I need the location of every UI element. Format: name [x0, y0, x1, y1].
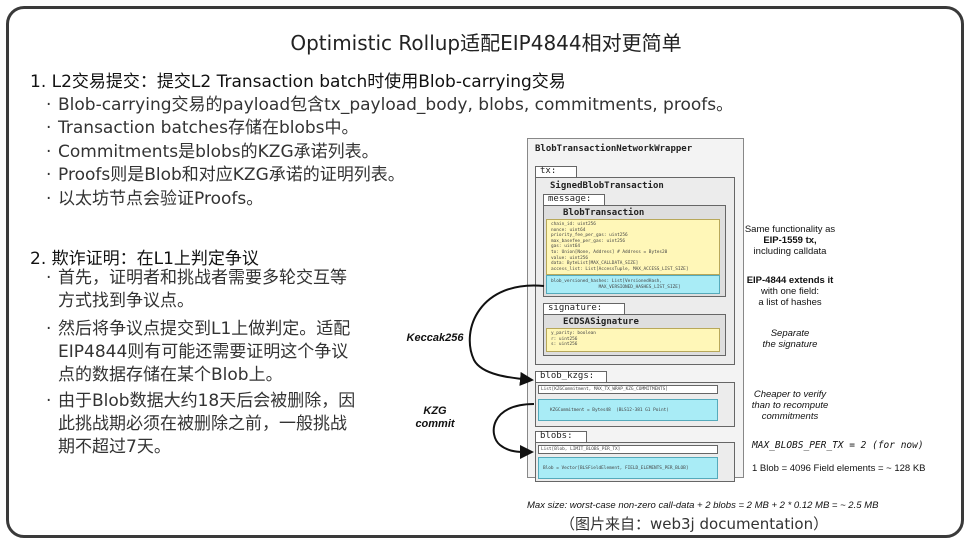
section1-bullet-1: ·Blob-carrying交易的payload包含tx_payload_bod… — [46, 95, 734, 115]
section1-bullet-3: ·Commitments是blobs的KZG承诺列表。 — [46, 142, 379, 162]
signed-tx-title: SignedBlobTransaction — [550, 181, 664, 191]
kzg-list-box — [538, 385, 718, 394]
slide-title: Optimistic Rollup适配EIP4844相对更简单 — [290, 31, 682, 55]
signature-label: signature: — [548, 303, 603, 313]
blob-tx-fields-box — [546, 219, 720, 275]
note-max-size: Max size: worst-case non-zero call-data … — [527, 500, 879, 511]
keccak-arrow — [468, 284, 545, 386]
blob-list: List[Blob, LIMIT_BLOBS_PER_TX] — [541, 447, 621, 452]
section1-bullet-5: ·以太坊节点会验证Proofs。 — [46, 189, 264, 209]
blob-tx-fields: chain_id: uint256 nonce: uint64 priority… — [551, 222, 689, 272]
source-caption: （图片来自：web3j documentation） — [560, 515, 829, 533]
kzg-list: List[KZGCommitment, MAX_TX_WRAP_KZG_COMM… — [541, 387, 668, 392]
ecdsa-title: ECDSASignature — [563, 317, 639, 327]
section1-bullet-4: ·Proofs则是Blob和对应KZG承诺的证明列表。 — [46, 165, 405, 185]
section2-bullet-3: ·由于Blob数据大约18天后会被删除，因 此挑战期必须在被删除之前，一般挑战 … — [46, 391, 356, 457]
section2-bullet-1: ·首先，证明者和挑战者需要多轮交互等 方式找到争议点。 — [46, 268, 347, 311]
diagram-arrows — [468, 284, 545, 460]
kzg-commit-arrow — [492, 403, 535, 460]
blobs-label: blobs: — [540, 431, 573, 441]
blob-kzgs-label: blob_kzgs: — [540, 371, 595, 381]
blob-def: Blob = Vector[BLSFieldElement, FIELD_ELE… — [543, 466, 689, 471]
kzg-commitment: KZGCommitment = Bytes48 (BLS12-381 G1 Po… — [550, 408, 669, 413]
blob-hashes-field: blob_versioned_hashes: List[VersionedHas… — [551, 279, 681, 290]
kzg-commitment-box — [538, 399, 718, 421]
section2-bullet-2: ·然后将争议点提交到L1上做判定。适配 EIP4844则有可能还需要证明这个争议… — [46, 319, 351, 385]
ecdsa-fields: y_parity: boolean r: uint256 s: uint256 — [551, 331, 596, 348]
section2-heading: 2. 欺诈证明：在L1上判定争议 — [30, 249, 259, 269]
blob-hashes-box — [546, 275, 720, 294]
section1-heading: 1. L2交易提交：提交L2 Transaction batch时使用Blob-… — [30, 72, 566, 92]
blob-def-box — [538, 457, 718, 479]
wrapper-title: BlobTransactionNetworkWrapper — [535, 144, 693, 154]
section1-bullet-2: ·Transaction batches存储在blobs中。 — [46, 118, 359, 138]
note-blob-size: 1 Blob = 4096 Field elements = ~ 128 KB — [752, 463, 926, 474]
tx-label: tx: — [540, 166, 557, 176]
message-label: message: — [548, 194, 592, 204]
slide-frame — [6, 6, 964, 538]
keccak-label: Keccak256 — [406, 332, 464, 344]
ecdsa-fields-box — [546, 328, 720, 352]
blob-list-box — [538, 445, 718, 454]
blob-tx-title: BlobTransaction — [563, 208, 645, 218]
note-max-blobs: MAX_BLOBS_PER_TX = 2 (for now) — [752, 440, 924, 451]
